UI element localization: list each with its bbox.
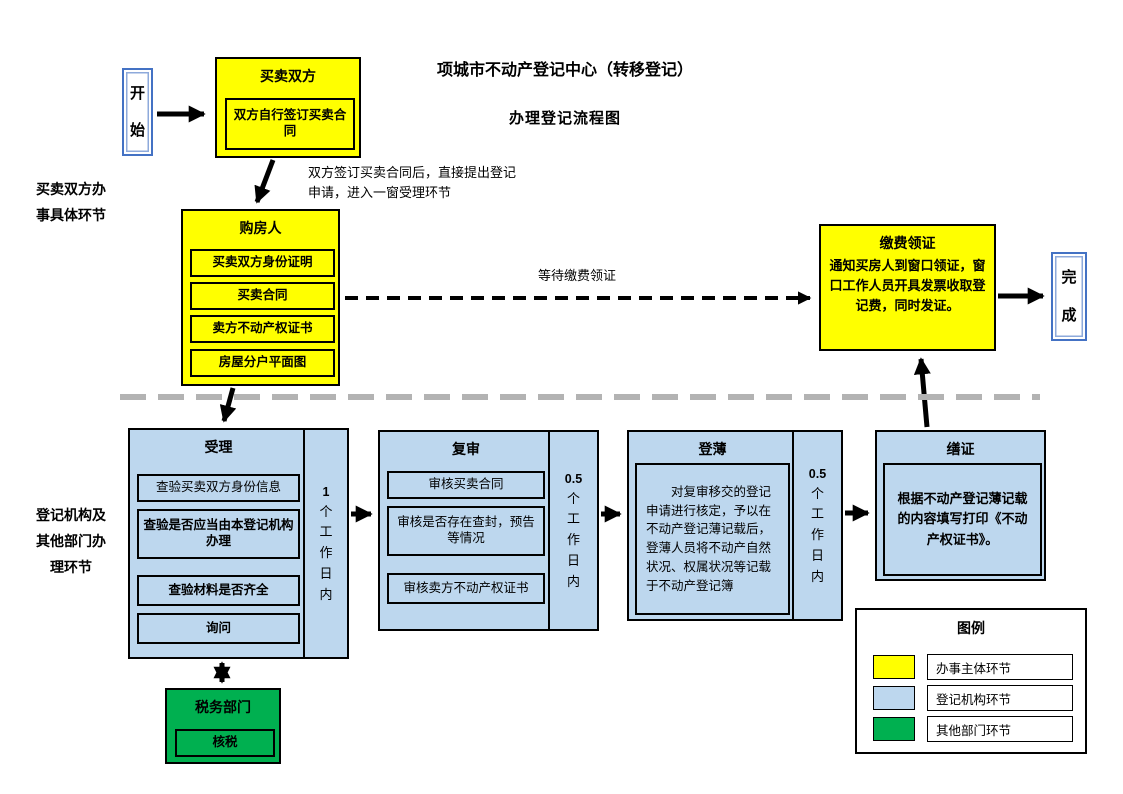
node-review: 复审 审核买卖合同 审核是否存在查封，预告等情况 审核卖方不动产权证书 0.5 …	[378, 430, 599, 631]
arrow-certificate-to-pay-collect	[913, 357, 931, 428]
node-pay-collect: 缴费领证 通知买房人到窗口领证，窗口工作人员开具发票收取登记费，同时发证。	[819, 224, 996, 351]
node-home-buyer: 购房人 买卖双方身份证明 买卖合同 卖方不动产权证书 房屋分户平面图	[181, 209, 340, 386]
acceptance-duration: 1 个工作日内	[303, 430, 347, 657]
acceptance-duration-num: 1	[322, 484, 330, 499]
legend: 图例 办事主体环节 登记机构环节 其他部门环节	[855, 608, 1087, 754]
register-body: 对复审移交的登记申请进行核定，予以在不动产登记薄记载后，登薄人员将不动产自然状况…	[646, 484, 772, 593]
certificate-title: 缮证	[946, 441, 975, 457]
acceptance-item: 查验是否应当由本登记机构办理	[137, 509, 300, 559]
page-title-line2: 办理登记流程图	[508, 110, 621, 127]
legend-title: 图例	[957, 620, 985, 636]
node-buyer-seller: 买卖双方 双方自行签订买卖合同	[215, 57, 361, 158]
certificate-body: 根据不动产登记薄记载的内容填写打印《不动产权证书》。	[897, 491, 1028, 547]
page-title: 项城市不动产登记中心（转移登记） 办理登记流程图	[370, 56, 760, 128]
review-title: 复审	[452, 441, 480, 457]
page-title-line1: 项城市不动产登记中心（转移登记）	[436, 62, 693, 79]
node-finish: 完成	[1051, 252, 1087, 341]
legend-swatch-green	[873, 717, 915, 741]
buyer-seller-item: 双方自行签订买卖合同	[225, 98, 355, 150]
legend-label: 登记机构环节	[927, 685, 1073, 711]
legend-label: 办事主体环节	[927, 654, 1073, 680]
register-duration: 0.5 个工作日内	[792, 432, 841, 619]
acceptance-item: 询问	[137, 613, 300, 644]
arrow-home-buyer-to-acceptance	[219, 387, 237, 423]
acceptance-duration-unit: 个工作日内	[319, 503, 333, 602]
left-section-label-top: 买卖双方办事具体环节	[36, 181, 106, 223]
node-start: 开始	[122, 68, 153, 156]
annotation-wait-pay: 等待缴费领证	[538, 268, 617, 283]
pay-collect-body: 通知买房人到窗口领证，窗口工作人员开具发票收取登记费，同时发证。	[829, 258, 986, 314]
home-buyer-title: 购房人	[239, 220, 282, 236]
acceptance-title: 受理	[204, 439, 233, 455]
review-duration-unit: 个工作日内	[566, 490, 580, 589]
buyer-seller-title: 买卖双方	[260, 68, 316, 84]
home-buyer-item: 买卖双方身份证明	[190, 249, 335, 277]
register-duration-unit: 个工作日内	[810, 485, 824, 584]
review-item: 审核卖方不动产权证书	[387, 573, 545, 604]
annotation-after-sign: 双方签订买卖合同后，直接提出登记申请，进入一窗受理环节	[308, 165, 517, 201]
home-buyer-item: 卖方不动产权证书	[190, 315, 335, 343]
node-certificate: 缮证 根据不动产登记薄记载的内容填写打印《不动产权证书》。	[875, 430, 1046, 581]
acceptance-item: 查验买卖双方身份信息	[137, 474, 300, 502]
review-item: 审核买卖合同	[387, 471, 545, 499]
register-duration-num: 0.5	[808, 466, 827, 481]
legend-swatch-yellow	[873, 655, 915, 679]
section-divider	[120, 394, 1040, 400]
legend-swatch-blue	[873, 686, 915, 710]
arrow-buyer-seller-to-home-buyer	[254, 159, 276, 204]
register-title: 登薄	[698, 441, 727, 457]
tax-item: 核税	[175, 729, 275, 757]
node-tax: 税务部门 核税	[165, 688, 281, 764]
legend-label: 其他部门环节	[927, 716, 1073, 742]
pay-collect-title: 缴费领证	[879, 235, 936, 251]
tax-title: 税务部门	[195, 699, 251, 715]
node-acceptance: 受理 查验买卖双方身份信息 查验是否应当由本登记机构办理 查验材料是否齐全 询问…	[128, 428, 349, 659]
home-buyer-item: 房屋分户平面图	[190, 349, 335, 377]
node-register: 登薄 对复审移交的登记申请进行核定，予以在不动产登记薄记载后，登薄人员将不动产自…	[627, 430, 843, 621]
review-duration: 0.5 个工作日内	[548, 432, 597, 629]
review-duration-num: 0.5	[564, 471, 583, 486]
finish-label: 完成	[1061, 269, 1077, 324]
acceptance-item: 查验材料是否齐全	[137, 575, 300, 606]
home-buyer-item: 买卖合同	[190, 282, 335, 310]
left-section-label-bottom: 登记机构及其他部门办理环节	[36, 507, 106, 575]
start-label: 开始	[129, 84, 145, 140]
review-item: 审核是否存在查封，预告等情况	[387, 506, 545, 556]
